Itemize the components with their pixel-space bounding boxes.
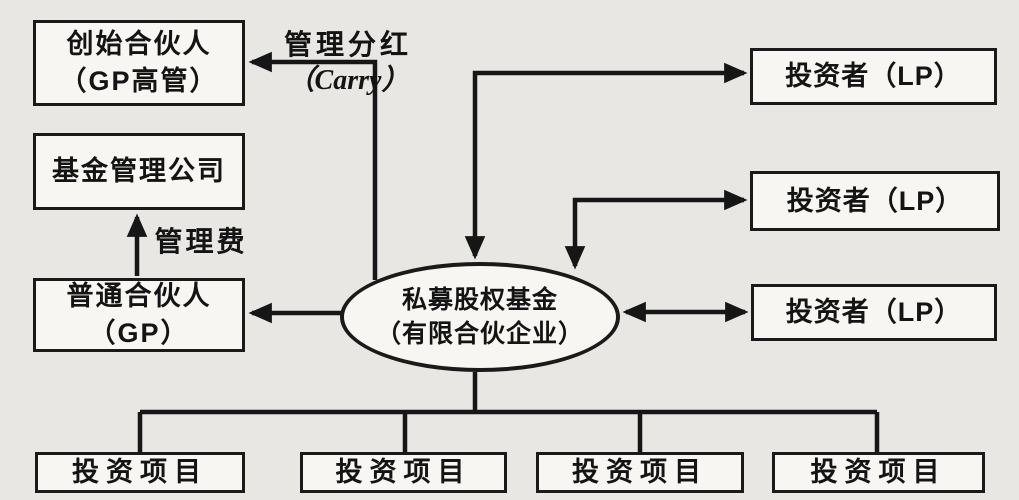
investor-lp-top-label: 投资者（LP）: [785, 61, 962, 91]
carry-edge-label: 管理分红 （Carry）: [252, 28, 444, 100]
management-fee-edge-label: 管理费: [154, 226, 248, 257]
general-partner-line1: 普通合伙人: [66, 281, 212, 311]
project-1-label: 投资项目: [72, 457, 208, 487]
fund-line1: 私募股权基金: [401, 286, 558, 314]
investor-lp-bottom-label: 投资者（LP）: [785, 297, 963, 327]
general-partner-line2: （GP）: [88, 318, 190, 348]
project-box-2: 投资项目: [300, 452, 507, 493]
project-3-label: 投资项目: [572, 457, 708, 487]
carry-label-line1: 管理分红: [283, 29, 412, 60]
investor-lp-middle-label: 投资者（LP）: [786, 185, 964, 216]
founding-partners-line1: 创始合伙人: [66, 29, 212, 59]
investor-lp-bottom-box: 投资者（LP）: [751, 284, 997, 341]
investor-lp-middle-box: 投资者（LP）: [750, 171, 1000, 231]
fund-line2: （有限合伙企业）: [375, 320, 584, 348]
founding-partners-box: 创始合伙人 （GP高管）: [33, 20, 245, 106]
general-partner-box: 普通合伙人 （GP）: [33, 278, 245, 352]
project-box-3: 投资项目: [536, 452, 744, 493]
fund-management-company-label: 基金管理公司: [52, 156, 226, 186]
project-2-label: 投资项目: [335, 457, 472, 487]
project-4-label: 投资项目: [810, 457, 947, 487]
private-equity-fund-ellipse: 私募股权基金 （有限合伙企业）: [340, 262, 620, 372]
lp-top-connector: [464, 62, 748, 260]
investor-lp-top-box: 投资者（LP）: [750, 48, 997, 105]
fund-management-company-box: 基金管理公司: [33, 133, 245, 210]
project-box-1: 投资项目: [35, 452, 245, 493]
projects-tree-connector: [137, 372, 880, 452]
carry-label-line2: （Carry）: [286, 65, 410, 96]
lp-middle-connector: [564, 189, 748, 270]
founding-partners-line2: （GP高管）: [59, 66, 219, 96]
project-box-4: 投资项目: [772, 452, 985, 493]
